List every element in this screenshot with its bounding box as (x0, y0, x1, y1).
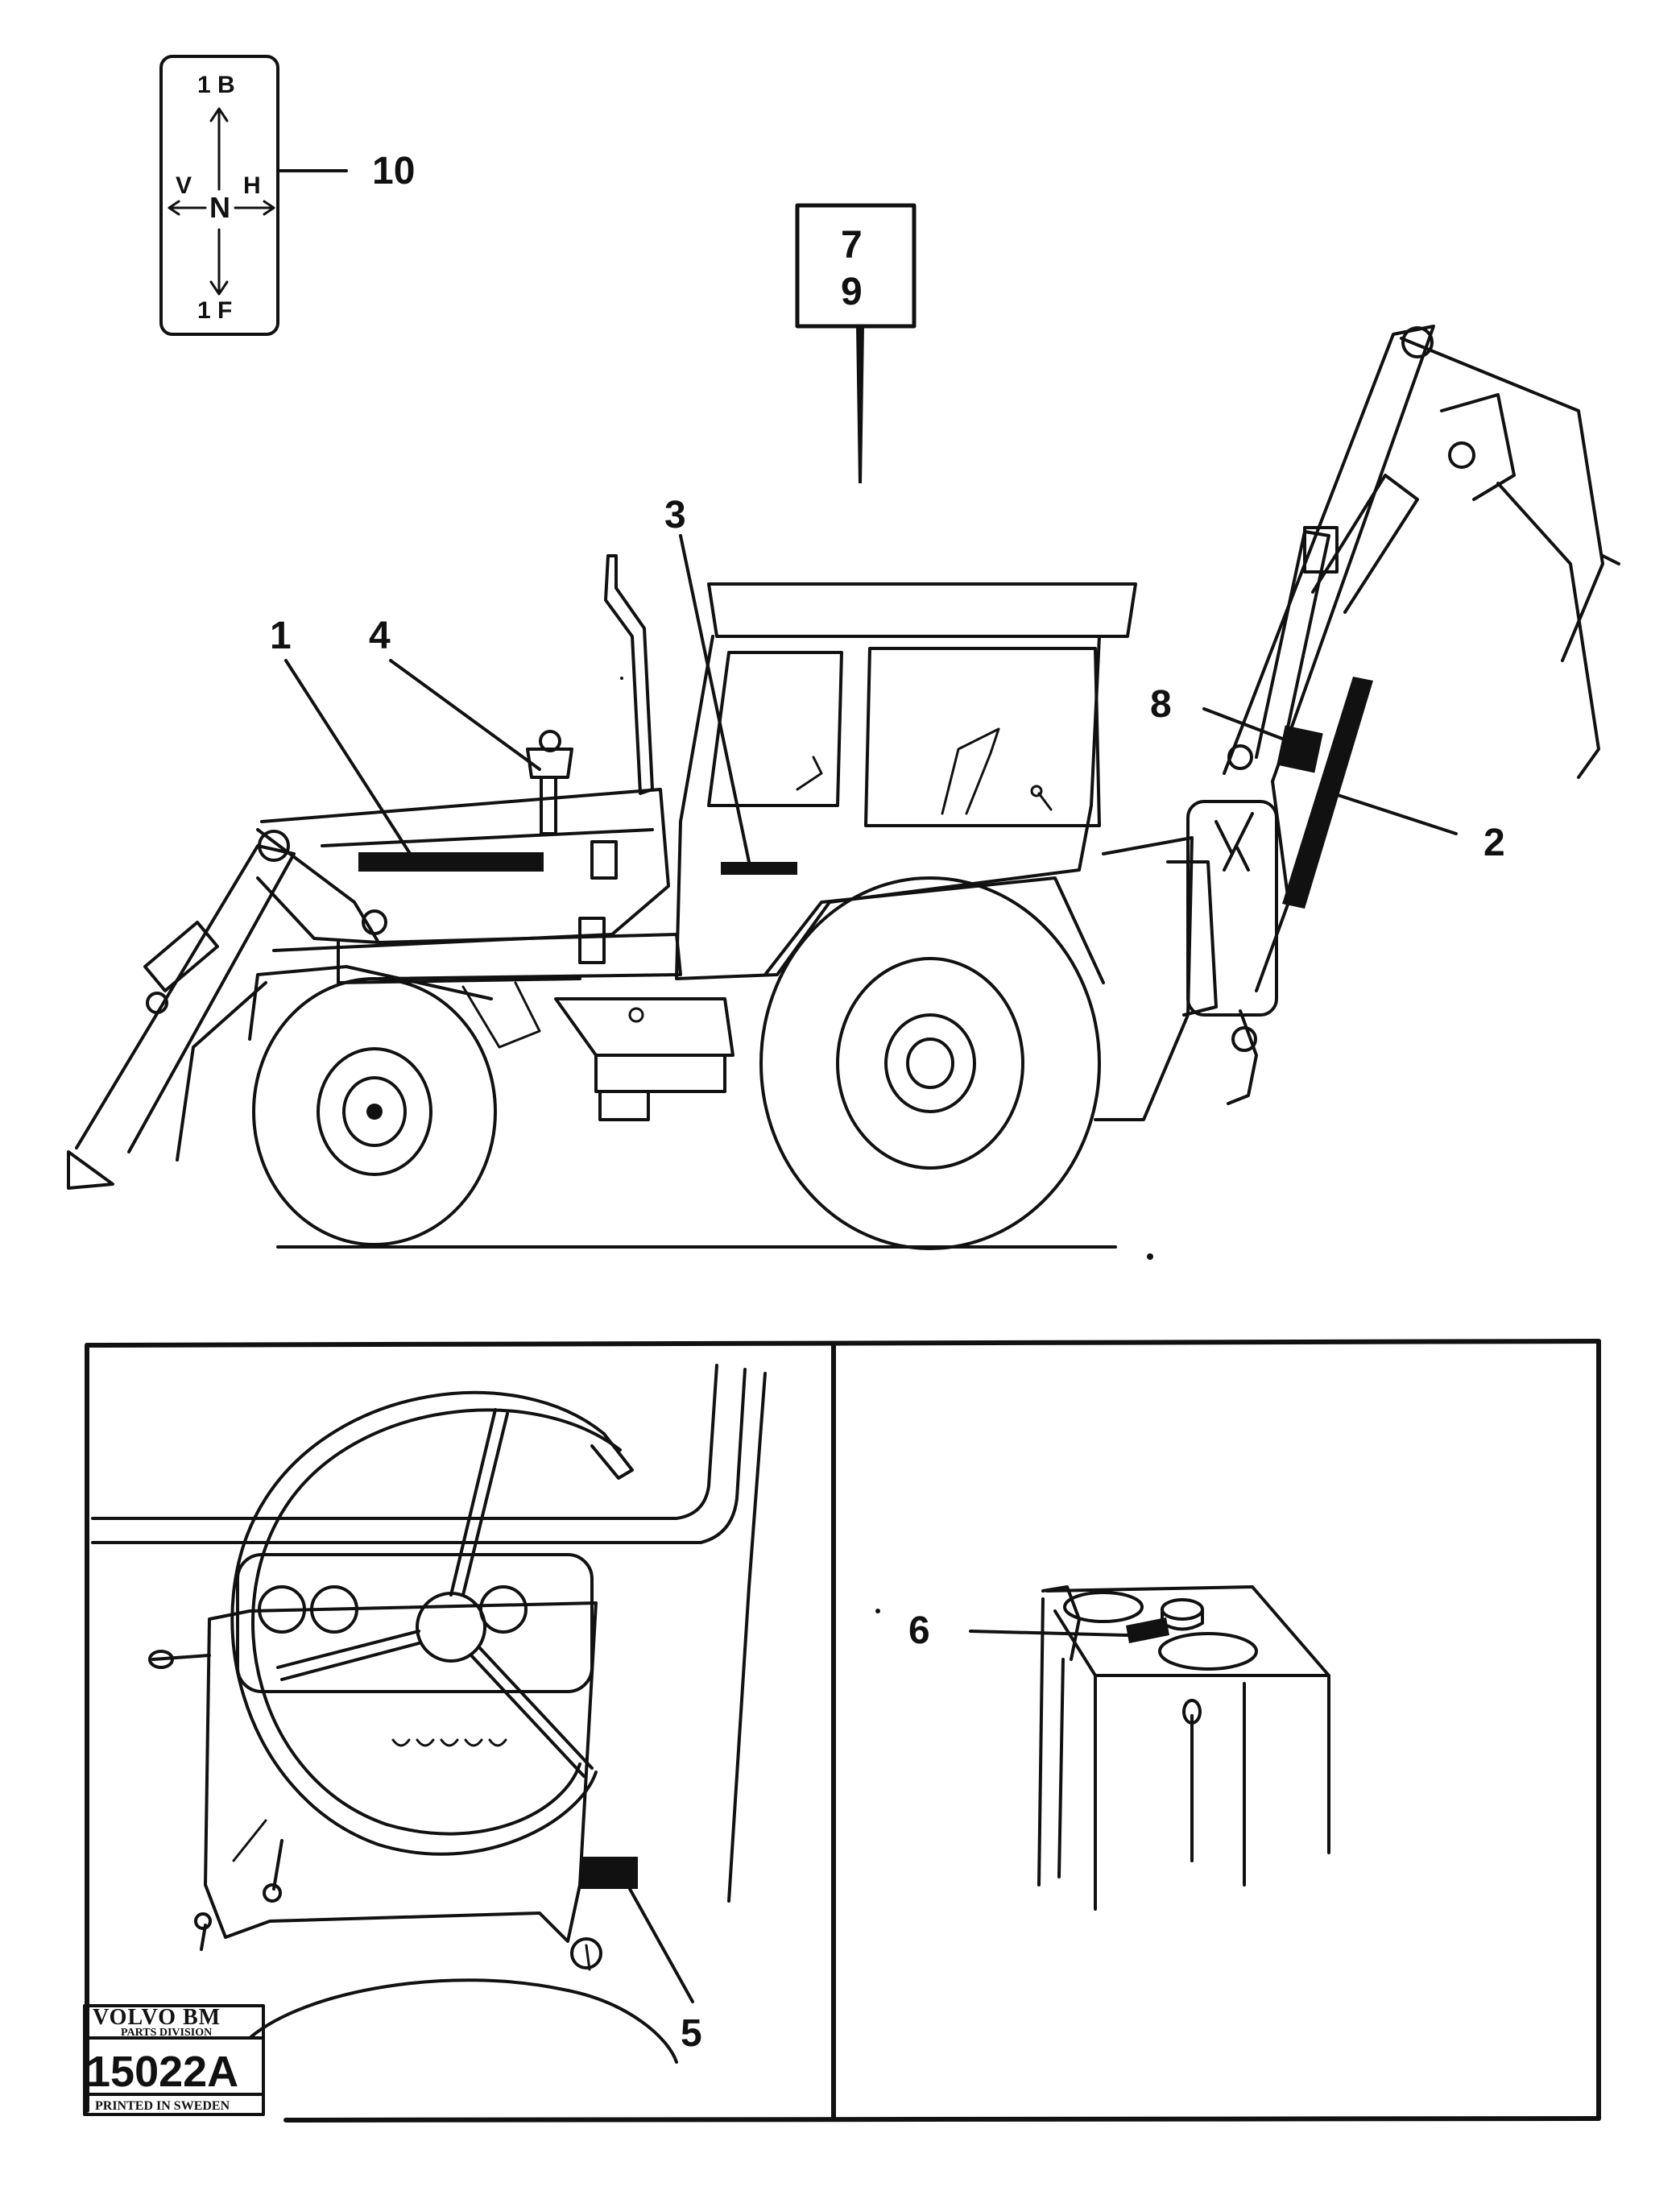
volvo-bm-stamp: VOLVO BM PARTS DIVISION 15022A PRINTED I… (83, 2004, 265, 2116)
callout-8: 8 (1150, 683, 1172, 726)
arrow-right-icon (234, 200, 275, 216)
decal-5 (580, 1857, 638, 1889)
callout-6: 6 (908, 1609, 930, 1652)
backhoe-loader-illustration (67, 325, 1620, 1250)
gear-label-right: H (243, 172, 261, 199)
stamp-division: PARTS DIVISION (121, 2027, 212, 2039)
decal-1 (358, 852, 544, 872)
gear-label-bottom: 1 F (197, 297, 232, 324)
detail-panels-frame (85, 1339, 1601, 2123)
callout-4: 4 (369, 615, 391, 657)
callout-2: 2 (1483, 822, 1505, 864)
callout-10: 10 (372, 150, 415, 193)
arrow-left-icon (168, 200, 207, 216)
callout-9: 9 (841, 271, 863, 313)
arrow-up-icon (209, 107, 229, 191)
decal-3 (721, 862, 797, 875)
callout-box-7-9: 7 9 (795, 203, 917, 483)
gear-label-left: V (176, 172, 192, 199)
stamp-code: 15022A (86, 2048, 238, 2096)
gear-label-top: 1 B (197, 72, 235, 98)
callout-5: 5 (681, 2012, 702, 2055)
callout-1: 1 (270, 615, 292, 657)
stamp-brand: VOLVO BM (93, 2005, 221, 2030)
arrow-down-icon (209, 228, 229, 296)
callout-3: 3 (664, 494, 686, 536)
callout-7: 7 (841, 224, 863, 267)
stamp-printed: PRINTED IN SWEDEN (95, 2099, 230, 2113)
decal-6 (1126, 1617, 1169, 1643)
decal-8 (1277, 725, 1323, 773)
gear-pattern-decal: 1 B 1 F V H N (159, 55, 279, 336)
decal-2 (1282, 677, 1373, 909)
dashboard-detail-illustration (91, 1364, 767, 2064)
gear-label-center: N (209, 191, 230, 224)
